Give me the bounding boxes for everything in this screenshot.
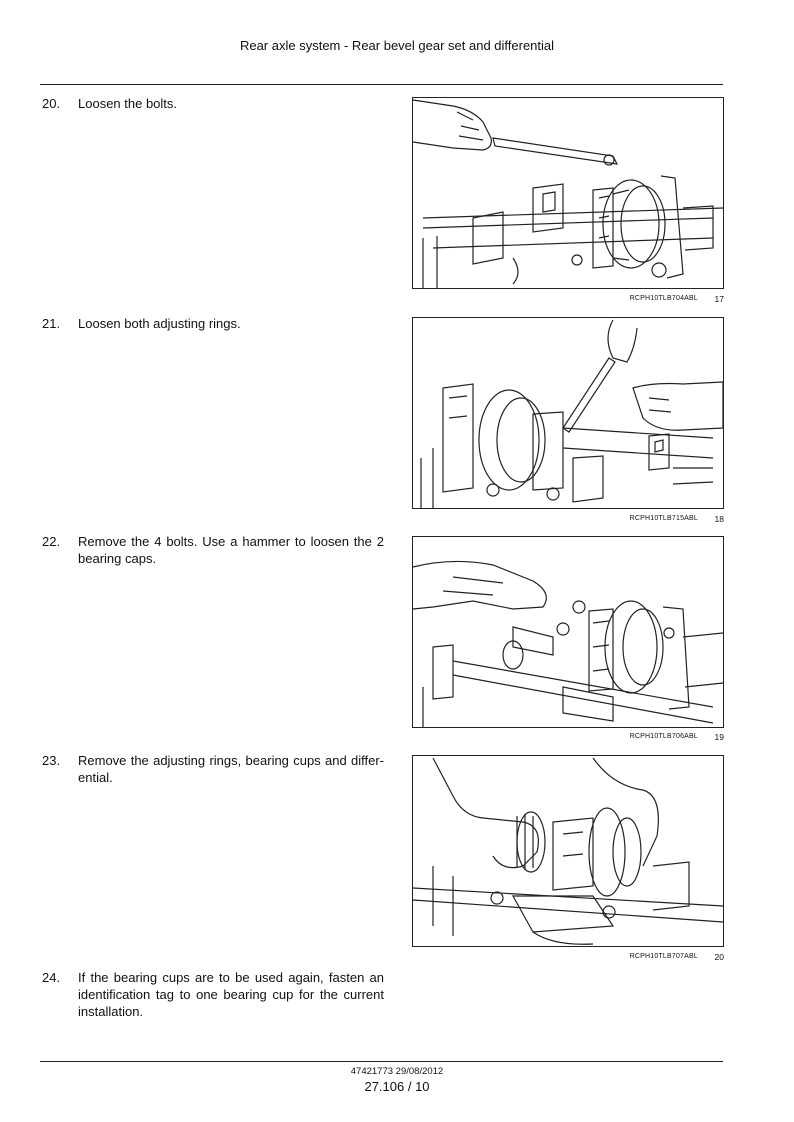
step-23: 23. Remove the adjusting rings, bearing …: [42, 752, 384, 786]
figure-18-illustration: [412, 317, 724, 509]
step-24: 24. If the bearing cups are to be used a…: [42, 969, 384, 1020]
figure-18-caption: RCPH10TLB715ABL 18: [412, 514, 724, 527]
figure-code: RCPH10TLB715ABL: [629, 515, 698, 522]
figure-number: 20: [714, 952, 724, 962]
step-21: 21. Loosen both adjusting rings.: [42, 315, 384, 332]
figure-17-caption: RCPH10TLB704ABL 17: [412, 294, 724, 307]
step-number: 24.: [42, 970, 61, 985]
step-text: Remove the 4 bolts. Use a hammer to loos…: [78, 534, 384, 566]
footer-page-number: 27.106 / 10: [364, 1079, 430, 1094]
step-text: Loosen the bolts.: [78, 96, 178, 111]
figure-20-caption: RCPH10TLB707ABL 20: [412, 952, 724, 965]
figure-20-illustration: [412, 755, 724, 947]
header-rule: [40, 84, 723, 85]
figure-19-illustration: [412, 536, 724, 728]
figure-number: 18: [714, 514, 724, 524]
figure-number: 19: [714, 732, 724, 742]
step-number: 23.: [42, 753, 61, 768]
step-text: Loosen both adjusting rings.: [78, 316, 241, 331]
page-header-title: Rear axle system - Rear bevel gear set a…: [239, 38, 555, 53]
footer-rule: [40, 1061, 723, 1062]
step-20: 20. Loosen the bolts.: [42, 95, 384, 112]
figure-number: 17: [714, 294, 724, 304]
figure-code: RCPH10TLB704ABL: [629, 295, 698, 302]
figure-19-caption: RCPH10TLB706ABL 19: [412, 732, 724, 745]
figure-code: RCPH10TLB707ABL: [629, 953, 698, 960]
step-number: 21.: [42, 316, 61, 331]
step-text: Remove the adjusting rings, bearing cups…: [78, 753, 384, 785]
figure-17-illustration: [412, 97, 724, 289]
step-22: 22. Remove the 4 bolts. Use a hammer to …: [42, 533, 384, 567]
step-number: 22.: [42, 534, 61, 549]
step-text: If the bearing cups are to be used again…: [78, 970, 384, 1019]
step-number: 20.: [42, 96, 61, 111]
footer-document-code: 47421773 29/08/2012: [350, 1066, 444, 1077]
figure-code: RCPH10TLB706ABL: [629, 733, 698, 740]
